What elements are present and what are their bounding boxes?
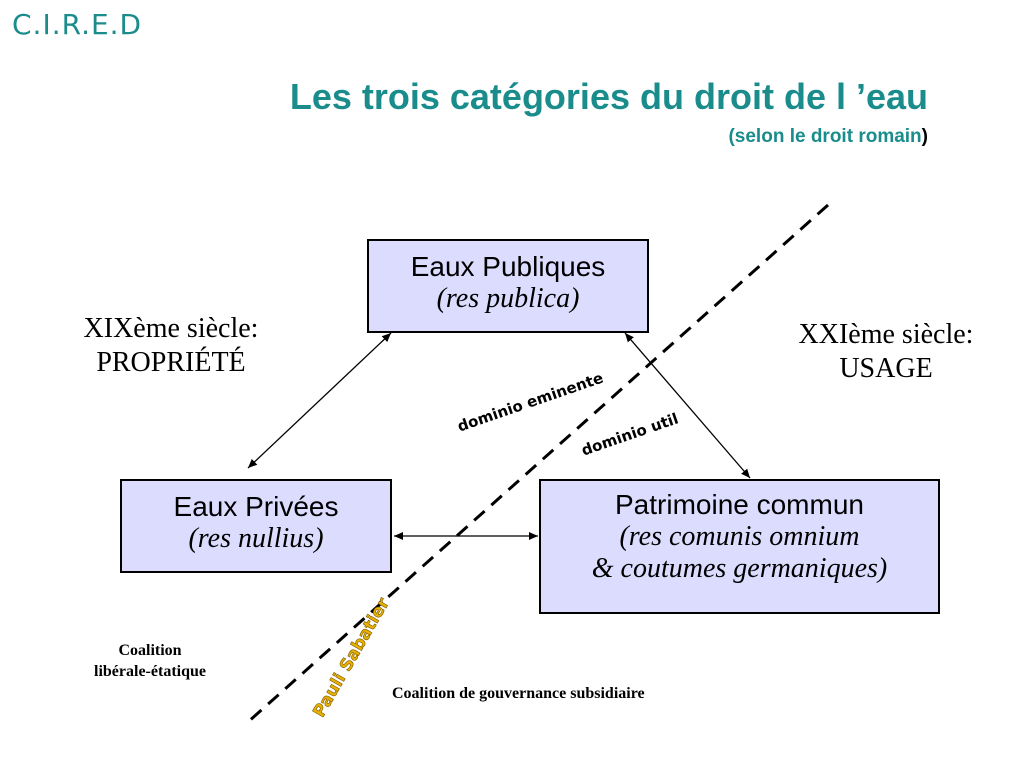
node-commons-latin-1: (res comunis omnium: [619, 521, 860, 552]
slide-title: Les trois catégories du droit de l ’eau: [289, 76, 928, 117]
right-era-label: XXIème siècle: USAGE: [766, 318, 1006, 386]
right-era-line1: XXIème siècle:: [798, 319, 974, 350]
org-name: C.I.R.E.D: [12, 8, 143, 41]
node-private-name: Eaux Privées: [173, 491, 339, 522]
node-public-latin: (res publica): [436, 283, 580, 314]
coalition-left-line1: Coalition: [118, 642, 182, 659]
coalition-right: Coalition de gouvernance subsidiaire: [392, 685, 645, 702]
left-era-line2: PROPRIÉTÉ: [96, 347, 246, 378]
divider-dashed-line: [247, 203, 829, 724]
node-eaux-publiques: Eaux Publiques (res publica): [367, 239, 649, 333]
node-private-latin: (res nullius): [188, 523, 324, 554]
coalition-left-line2: libérale-étatique: [94, 663, 206, 680]
left-era-label: XIXème siècle: PROPRIÉTÉ: [50, 312, 292, 380]
edge-public-commons: [624, 332, 751, 479]
coalition-left: Coalition libérale-étatique: [70, 640, 230, 682]
right-era-line2: USAGE: [839, 353, 933, 384]
subtitle-text: (selon le droit romain: [728, 126, 922, 147]
node-commons-name: Patrimoine commun: [615, 489, 864, 520]
edge-public-private: [247, 332, 392, 469]
node-patrimoine-commun: Patrimoine commun (res comunis omnium & …: [539, 479, 940, 614]
slide-subtitle: (selon le droit romain): [728, 126, 928, 148]
left-era-line1: XIXème siècle:: [83, 313, 259, 344]
node-commons-latin-2: & coutumes germaniques): [591, 553, 888, 584]
subtitle-close-paren: ): [921, 126, 928, 147]
node-public-name: Eaux Publiques: [410, 251, 606, 282]
node-eaux-privees: Eaux Privées (res nullius): [120, 479, 392, 573]
